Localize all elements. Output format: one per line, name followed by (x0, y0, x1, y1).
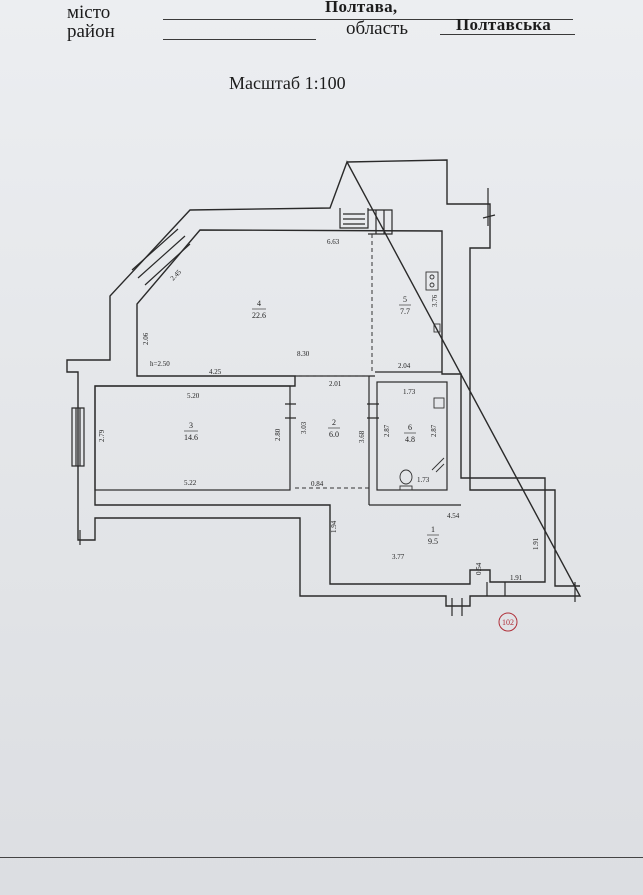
toilet-icon (399, 469, 413, 485)
outer-wall-outline (66, 159, 582, 607)
room-1-area: 9.5 (428, 537, 438, 546)
district-underline (163, 39, 316, 40)
diagonal-window (131, 228, 191, 286)
dim-4-25: 4.25 (209, 368, 222, 376)
region-underline (440, 34, 575, 35)
inner-wall-outline (94, 229, 546, 585)
city-underline (163, 19, 573, 20)
room-2-area: 6.0 (329, 430, 339, 439)
dim-2-06: 2.06 (142, 332, 150, 345)
dim-0-84: 0.84 (311, 480, 324, 488)
dim-2-04: 2.04 (398, 362, 411, 370)
washbasin-icon (433, 397, 445, 409)
stair-block (339, 208, 393, 235)
room-3-walls (94, 385, 291, 491)
dim-3-03: 3.03 (300, 421, 308, 434)
door-marks (79, 188, 576, 616)
dim-3-77: 3.77 (392, 553, 405, 561)
dim-2-45: 2.45 (169, 268, 184, 283)
district-label: район (67, 21, 115, 42)
room-5-area: 7.7 (400, 307, 410, 316)
dim-1-94: 1.94 (330, 520, 338, 533)
room-4-area: 22.6 (252, 311, 266, 320)
dim-1-91-horizontal: 1.91 (510, 574, 523, 582)
dim-3-68: 3.68 (358, 430, 366, 443)
bottom-rule (0, 857, 643, 858)
bath-icon (431, 457, 445, 473)
dim-1-73-top: 1.73 (403, 388, 416, 396)
dim-h-2-50: h=2.50 (150, 360, 170, 368)
sink-icon (433, 323, 441, 333)
dim-1-91-vertical: 1.91 (532, 537, 540, 550)
dim-2-79: 2.79 (98, 429, 106, 442)
room-1-number: 1 (431, 525, 435, 534)
dim-0-54: 0.54 (475, 562, 483, 575)
scale-label: Масштаб 1:100 (229, 73, 346, 93)
room-6-number: 6 (408, 423, 412, 432)
region-value: Полтавська (456, 15, 552, 34)
dim-2-80: 2.80 (274, 428, 282, 441)
dim-6-63: 6.63 (327, 238, 340, 246)
dim-2-87-left: 2.87 (383, 424, 391, 437)
room-2-number: 2 (332, 418, 336, 427)
city-value: Полтава, (325, 0, 398, 16)
room-4-number: 4 (257, 299, 261, 308)
city-label: місто (67, 2, 111, 23)
left-window (71, 407, 85, 467)
room-6-area: 4.8 (405, 435, 415, 444)
dim-3-76: 3.76 (431, 294, 439, 307)
dim-1-73-bottom: 1.73 (417, 476, 430, 484)
region-label: область (346, 18, 409, 39)
room-3-area: 14.6 (184, 433, 198, 442)
dim-4-54: 4.54 (447, 512, 460, 520)
stove-icon (425, 271, 439, 291)
dim-5-22: 5.22 (184, 479, 197, 487)
dim-2-01: 2.01 (329, 380, 342, 388)
dim-8-30: 8.30 (297, 350, 310, 358)
stamp-circle (498, 612, 518, 632)
room-5-number: 5 (403, 295, 407, 304)
dim-2-87-right: 2.87 (430, 424, 438, 437)
stamp-number: 102 (502, 618, 514, 627)
dim-5-20: 5.20 (187, 392, 200, 400)
room-3-number: 3 (189, 421, 193, 430)
